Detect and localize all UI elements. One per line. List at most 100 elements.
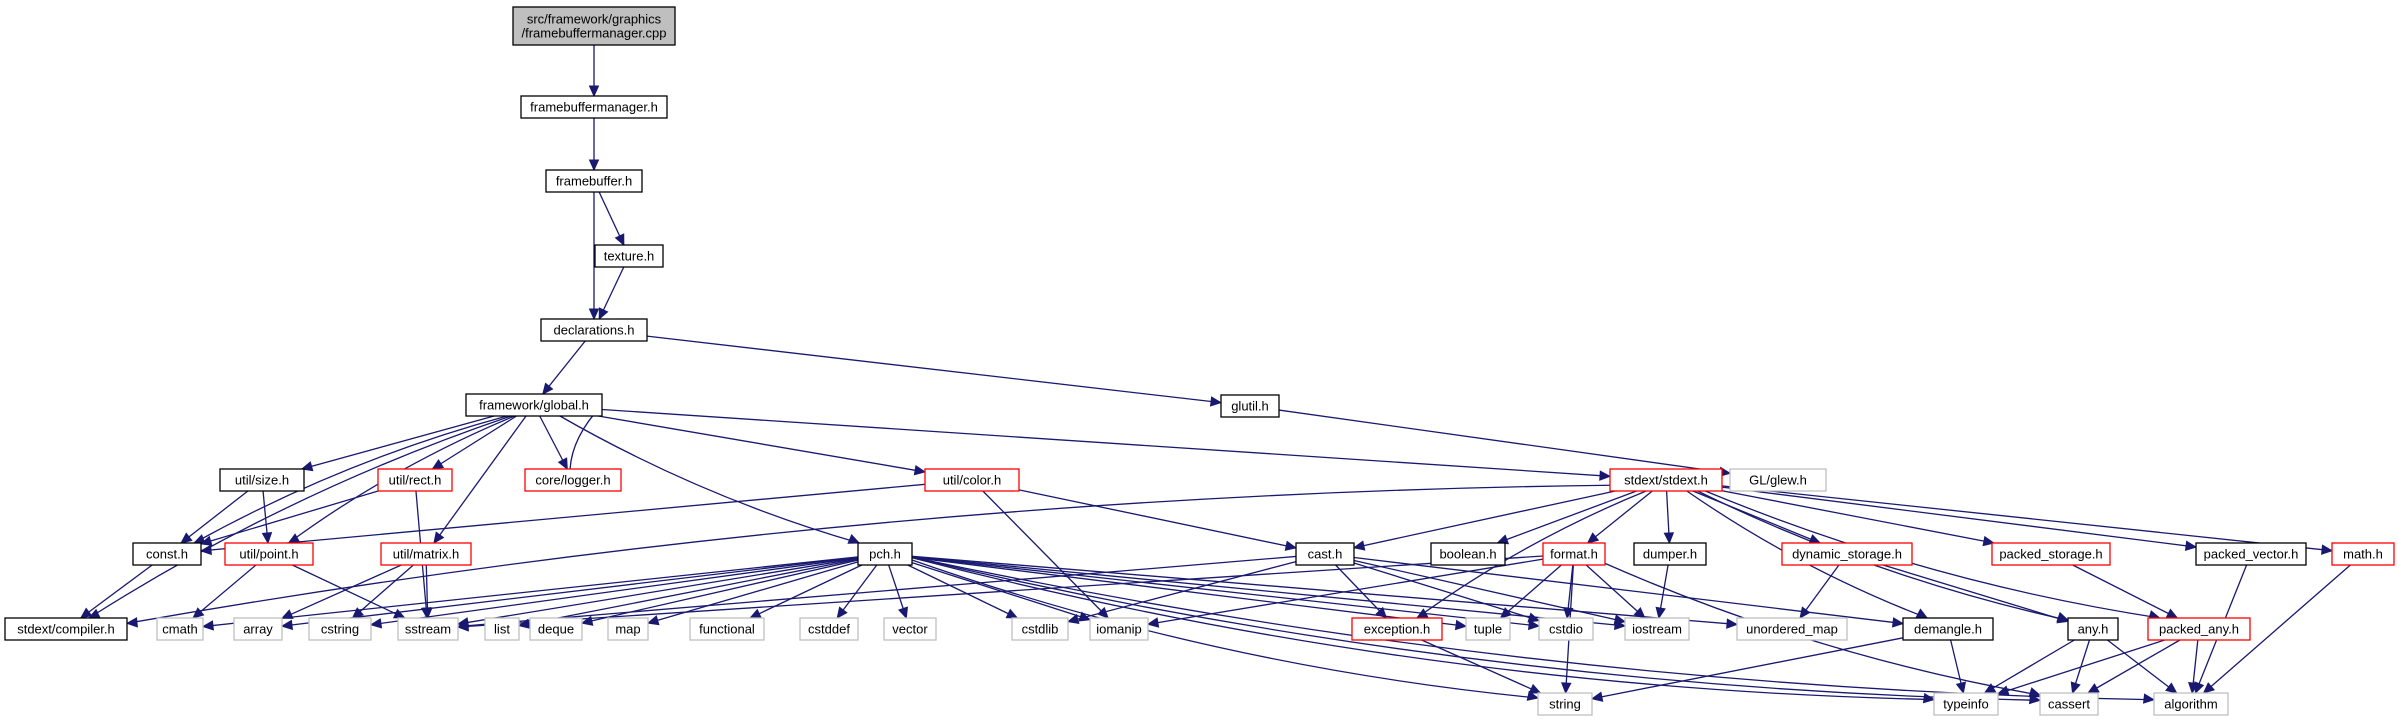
node-label: framebuffermanager.h [530, 100, 658, 115]
edge-math-to-algorithm [2202, 564, 2351, 694]
node-box [465, 393, 603, 417]
edge-any-to-algorithm [2106, 639, 2178, 694]
node-sstream: sstream [397, 617, 459, 641]
node-cast[interactable]: cast.h [1295, 542, 1355, 566]
node-box [689, 617, 765, 641]
node-matrix[interactable]: util/matrix.h [380, 542, 472, 566]
edge-pch-to-map [646, 561, 859, 626]
edge-line [1721, 485, 2333, 552]
node-box [1609, 468, 1723, 492]
node-label: stdext/compiler.h [17, 622, 115, 637]
node-label: core/logger.h [535, 473, 610, 488]
node-label: util/matrix.h [393, 547, 459, 562]
edge-color-to-const [199, 483, 926, 556]
arrowhead-icon [2202, 682, 2215, 694]
arrowhead-icon [1563, 606, 1574, 620]
edge-matrix-to-sstream [422, 564, 433, 620]
node-stdext[interactable]: stdext/stdext.h [1609, 468, 1723, 492]
edge-line [180, 490, 249, 544]
edge-stdext-to-format [1586, 490, 1653, 544]
node-point[interactable]: util/point.h [224, 542, 314, 566]
node-pstor[interactable]: packed_storage.h [1991, 542, 2111, 566]
node-any[interactable]: any.h [2067, 617, 2119, 641]
node-pvec[interactable]: packed_vector.h [2195, 542, 2307, 566]
node-box [377, 468, 453, 492]
node-glob[interactable]: framework/global.h [465, 393, 603, 417]
arrowhead-icon [1655, 606, 1666, 620]
node-label: array [243, 622, 273, 637]
edge-line [1353, 559, 1626, 623]
arrowhead-icon [199, 544, 212, 556]
edge-glob-to-color [598, 415, 927, 476]
arrowhead-icon [280, 619, 294, 631]
arrowhead-icon [588, 308, 600, 321]
node-fb[interactable]: framebuffer.h [545, 169, 643, 193]
node-tex[interactable]: texture.h [594, 244, 664, 268]
node-compiler[interactable]: stdext/compiler.h [4, 617, 128, 641]
edge-line [200, 483, 926, 552]
node-boolean[interactable]: boolean.h [1430, 542, 1506, 566]
node-label: iomanip [1096, 622, 1142, 637]
arrowhead-icon [456, 621, 469, 632]
edge-dynstor-to-umap [1799, 564, 1840, 619]
edge-format-to-cassert [1604, 562, 2042, 698]
node-label: pch.h [869, 547, 901, 562]
arrowhead-icon [1499, 607, 1512, 619]
edge-dumper-to-iostream [1655, 564, 1669, 620]
node-dumper[interactable]: dumper.h [1633, 542, 1707, 566]
node-format[interactable]: format.h [1542, 542, 1606, 566]
edge-line [601, 408, 1611, 477]
edge-cast-to-cstdlib [1066, 561, 1297, 625]
node-label: deque [538, 622, 574, 637]
arrowhead-icon [1590, 691, 1604, 702]
node-demangle[interactable]: demangle.h [1902, 617, 1994, 641]
edge-format-to-sstream [456, 555, 1544, 632]
edge-demangle-to-typeinfo [1950, 639, 1967, 695]
node-label: tuple [1474, 622, 1502, 637]
arrowhead-icon [1352, 540, 1366, 551]
node-dynstor[interactable]: dynamic_storage.h [1781, 542, 1913, 566]
node-label: texture.h [604, 249, 655, 264]
node-math[interactable]: math.h [2331, 542, 2395, 566]
node-box [1220, 394, 1280, 418]
edge-stdext-to-boolean [1496, 490, 1637, 545]
node-logger[interactable]: core/logger.h [524, 468, 622, 492]
edge-line [911, 556, 1467, 627]
node-box [1089, 617, 1149, 641]
node-pch[interactable]: pch.h [857, 542, 913, 566]
node-const[interactable]: const.h [132, 542, 202, 566]
edge-line [1997, 639, 2166, 695]
node-exception[interactable]: exception.h [1351, 617, 1443, 641]
node-pany[interactable]: packed_any.h [2147, 617, 2251, 641]
node-box [1542, 542, 1606, 566]
node-box [1729, 468, 1827, 492]
node-box [924, 468, 1020, 492]
node-color[interactable]: util/color.h [924, 468, 1020, 492]
arrowhead-icon [1799, 606, 1811, 619]
edge-size-to-point [261, 490, 273, 545]
edge-line [2087, 639, 2181, 694]
node-label: framebuffer.h [556, 174, 632, 189]
node-root[interactable]: src/framework/graphics/framebuffermanage… [512, 6, 676, 46]
node-label: util/size.h [235, 473, 289, 488]
edge-line [1721, 486, 2197, 548]
arrowhead-icon [913, 464, 927, 476]
node-label: list [494, 622, 510, 637]
edge-pch-to-cstdio [911, 556, 1541, 631]
node-fbm[interactable]: framebuffermanager.h [520, 95, 668, 119]
node-list: list [484, 617, 520, 641]
node-rect[interactable]: util/rect.h [377, 468, 453, 492]
node-label: declarations.h [554, 323, 635, 338]
nodes-layer: src/framework/graphics/framebuffermanage… [4, 6, 2395, 716]
node-box [545, 169, 643, 193]
edge-exception-to-string [1421, 639, 1542, 694]
edge-decl-to-glutil [646, 335, 1223, 407]
node-label: util/color.h [943, 473, 1002, 488]
arrowhead-icon [1891, 617, 1905, 628]
node-size[interactable]: util/size.h [219, 468, 305, 492]
edge-stdext-to-pstor [1721, 490, 1995, 547]
node-decl[interactable]: declarations.h [540, 318, 648, 342]
node-box [1736, 617, 1848, 641]
node-label: functional [699, 622, 755, 637]
node-glutil[interactable]: glutil.h [1220, 394, 1280, 418]
